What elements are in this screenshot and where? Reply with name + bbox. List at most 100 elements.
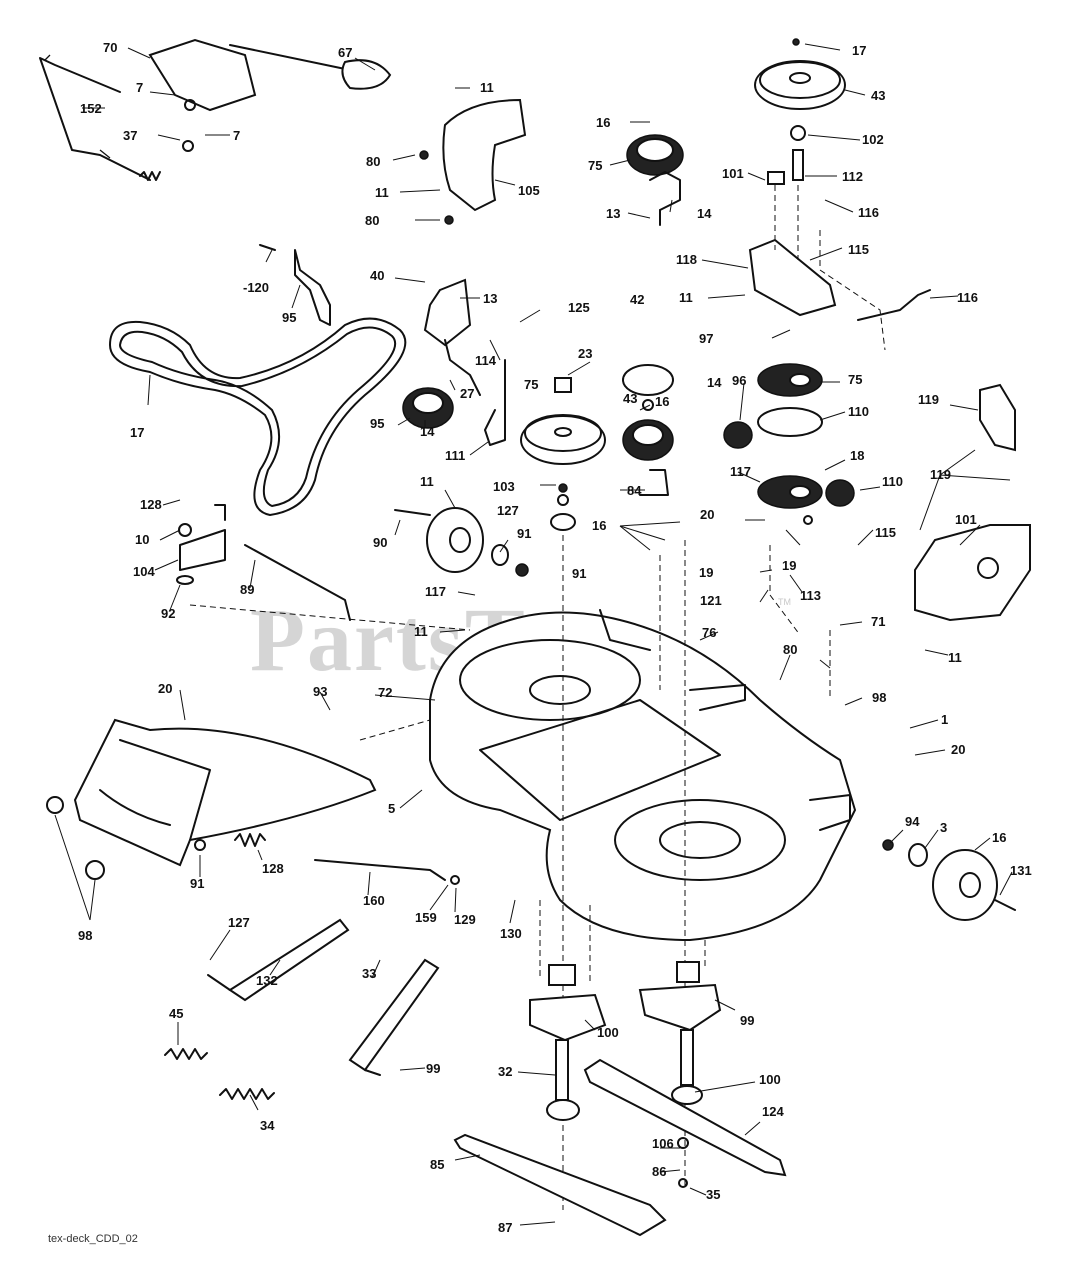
- callout-118: 118: [676, 252, 697, 267]
- callout-19: 19: [782, 558, 796, 573]
- callout-116: 116: [858, 205, 879, 220]
- bracket-84: [484, 359, 506, 446]
- callout-32: 32: [498, 1064, 512, 1079]
- callout-101: 101: [955, 512, 977, 527]
- deck-cover-104: [914, 383, 1031, 622]
- callout-128: 128: [262, 861, 284, 876]
- idler-pulley-75-top: [626, 134, 684, 226]
- callout-84: 84: [627, 483, 642, 498]
- callout-113: 113: [800, 588, 821, 603]
- callout-125: 125: [568, 300, 590, 315]
- callout-11: 11: [414, 624, 428, 639]
- callout-96: 96: [732, 373, 746, 388]
- callout-129: 129: [454, 912, 476, 927]
- callout-159: 159: [415, 910, 437, 925]
- spindle-33: [529, 964, 607, 1121]
- callout-40: 40: [370, 268, 384, 283]
- callout-7: 7: [136, 80, 143, 95]
- callout-124: 124: [762, 1104, 784, 1119]
- callout-98: 98: [78, 928, 92, 943]
- callout-86: 86: [652, 1164, 666, 1179]
- callout-71: 71: [871, 614, 885, 629]
- callout-100: 100: [597, 1025, 619, 1040]
- callout-114: 114: [475, 353, 497, 368]
- callout-76: 76: [702, 625, 716, 640]
- callout-20: 20: [951, 742, 965, 757]
- callout-111: 111: [445, 448, 465, 463]
- rod-129: [314, 859, 460, 885]
- callout-99: 99: [426, 1061, 440, 1076]
- callout-11: 11: [375, 185, 389, 200]
- callout-75: 75: [848, 372, 862, 387]
- lift-link-99: [207, 918, 440, 1076]
- callout-35: 35: [706, 1187, 720, 1202]
- callout-152: 152: [80, 101, 102, 116]
- callout-101: 101: [722, 166, 744, 181]
- callout-45: 45: [169, 1006, 183, 1021]
- callout-92: 92: [161, 606, 175, 621]
- callout-43: 43: [871, 88, 885, 103]
- drive-belt-27: [109, 317, 407, 516]
- callout-93: 93: [313, 684, 327, 699]
- callout-102: 102: [862, 132, 884, 147]
- callout-27: 27: [460, 386, 474, 401]
- callout-80: 80: [365, 213, 379, 228]
- callout-94: 94: [905, 814, 920, 829]
- bracket-40: [259, 244, 331, 326]
- callout-115: 115: [848, 242, 869, 257]
- idler-bracket-125: [402, 278, 481, 429]
- callout-119: 119: [930, 467, 951, 482]
- callout-34: 34: [260, 1118, 275, 1133]
- pulley-43-top: [754, 38, 846, 185]
- callout-160: 160: [363, 893, 385, 908]
- callout-106: 106: [652, 1136, 674, 1151]
- callout-13: 13: [483, 291, 497, 306]
- callout-100: 100: [759, 1072, 781, 1087]
- callout-17: 17: [130, 425, 144, 440]
- spindle-45: [638, 961, 722, 1105]
- callout-112: 112: [842, 169, 863, 184]
- callout-7: 7: [233, 128, 240, 143]
- belt-guard-105: [419, 98, 527, 225]
- callout-115: 115: [875, 525, 896, 540]
- callout-75: 75: [524, 377, 538, 392]
- callout-95: 95: [282, 310, 296, 325]
- callout-20: 20: [700, 507, 714, 522]
- callout-103: 103: [493, 479, 515, 494]
- discharge-chute-72: [46, 718, 377, 880]
- callout-119: 119: [918, 392, 939, 407]
- callout-11: 11: [948, 650, 962, 665]
- blade-35: [453, 1133, 667, 1237]
- diagram-code: tex-deck_CDD_02: [48, 1233, 138, 1245]
- callout-43: 43: [623, 391, 637, 406]
- lift-bracket-70: [148, 38, 392, 152]
- callout-33: 33: [362, 966, 376, 981]
- callout-14: 14: [697, 206, 712, 221]
- callout-104: 104: [133, 564, 155, 579]
- callout-1: 1: [941, 712, 948, 727]
- callout-99: 99: [740, 1013, 754, 1028]
- mounting-plate-118: [748, 185, 931, 351]
- callout-127: 127: [228, 915, 250, 930]
- springs: [164, 1048, 275, 1100]
- callout-72: 72: [378, 685, 392, 700]
- callout-85: 85: [430, 1157, 444, 1172]
- callout-70: 70: [103, 40, 117, 55]
- parts-illustration: [39, 38, 1031, 1237]
- pulley-43-center: [520, 377, 606, 531]
- callout-128: 128: [140, 497, 162, 512]
- callout-75: 75: [588, 158, 602, 173]
- callout-97: 97: [699, 331, 713, 346]
- callout-80: 80: [366, 154, 380, 169]
- callout-16: 16: [655, 394, 669, 409]
- callout-11: 11: [480, 80, 494, 95]
- gear-set-119: [723, 363, 855, 525]
- callout-80: 80: [783, 642, 797, 657]
- callout-11: 11: [679, 290, 693, 305]
- leader-lines: [54, 43, 1013, 1226]
- callout-117: 117: [425, 584, 446, 599]
- callout-67: 67: [338, 45, 352, 60]
- mower-deck-1: [429, 609, 857, 942]
- callout-16: 16: [992, 830, 1006, 845]
